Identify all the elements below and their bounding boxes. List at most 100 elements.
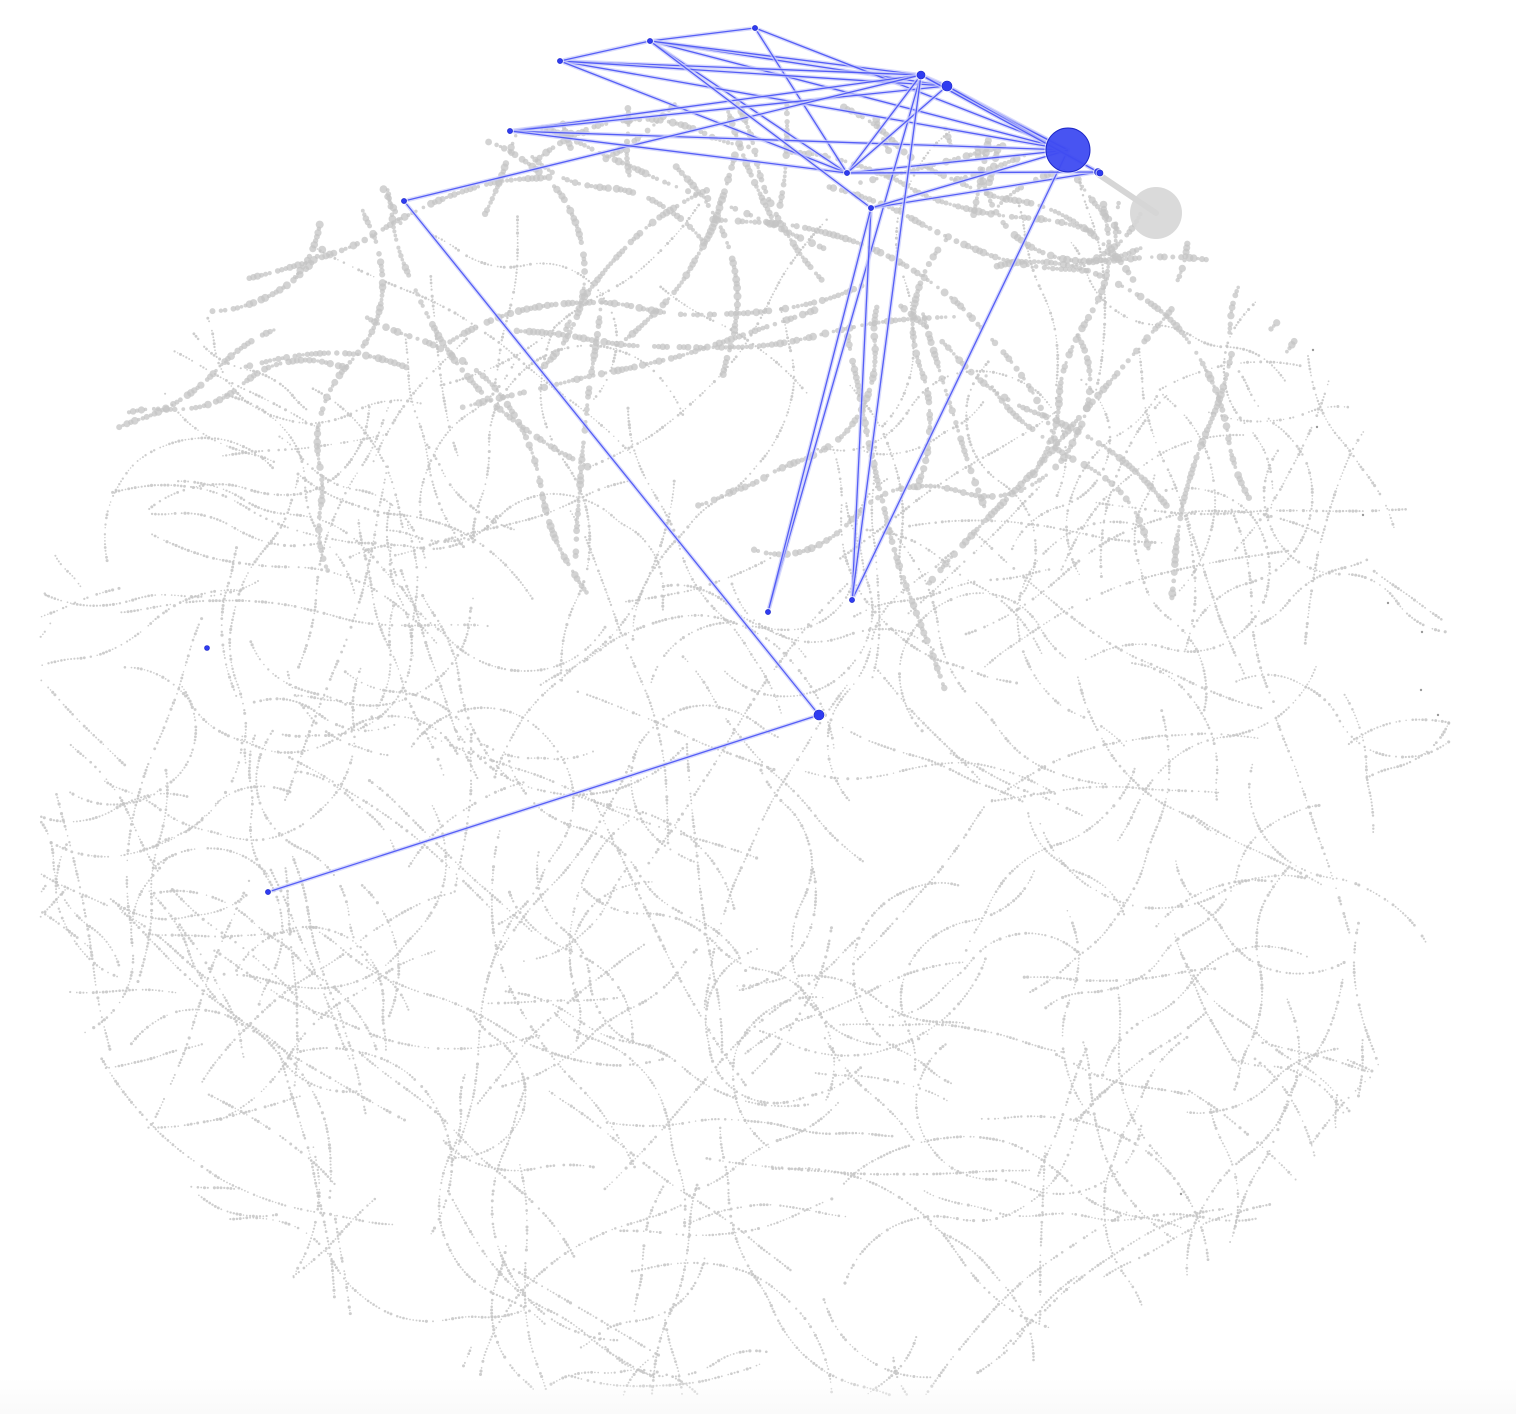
context-node xyxy=(1221,1216,1223,1219)
context-node xyxy=(1085,979,1089,982)
context-node xyxy=(499,1040,502,1043)
context-node xyxy=(1243,546,1246,549)
context-node xyxy=(651,569,654,572)
context-node xyxy=(1099,1138,1102,1141)
context-node xyxy=(235,1217,239,1221)
context-node xyxy=(747,1236,751,1239)
context-node xyxy=(929,149,931,152)
context-node xyxy=(551,815,555,819)
context-node xyxy=(459,530,463,533)
context-node xyxy=(109,501,112,503)
context-node xyxy=(442,1121,445,1125)
context-node xyxy=(821,1201,824,1204)
context-node xyxy=(381,712,385,716)
context-node xyxy=(1297,452,1301,457)
context-node xyxy=(804,1048,808,1052)
context-node xyxy=(755,1243,758,1245)
context-node xyxy=(911,448,914,451)
context-node xyxy=(375,454,377,456)
context-node xyxy=(228,490,231,493)
context-node xyxy=(598,389,602,393)
context-node xyxy=(406,615,409,619)
context-node xyxy=(489,1260,492,1263)
context-node xyxy=(1272,499,1275,502)
context-node xyxy=(523,1105,526,1108)
context-node xyxy=(309,959,312,962)
context-node xyxy=(633,614,636,618)
context-node xyxy=(64,889,66,891)
context-node xyxy=(1019,863,1021,866)
context-node xyxy=(1099,1141,1102,1144)
context-node xyxy=(732,275,741,284)
context-node xyxy=(514,926,518,929)
context-node xyxy=(778,1260,782,1264)
context-node xyxy=(1041,1194,1045,1198)
context-node xyxy=(1096,1074,1100,1078)
context-node xyxy=(1354,1066,1357,1069)
context-node xyxy=(998,937,1002,941)
context-node xyxy=(325,999,328,1002)
context-node xyxy=(260,491,263,494)
context-node xyxy=(1421,718,1424,722)
context-node xyxy=(526,910,529,913)
context-node xyxy=(151,845,155,849)
context-node xyxy=(393,585,396,588)
context-node xyxy=(206,489,208,491)
context-node xyxy=(551,917,554,920)
context-node xyxy=(588,979,592,983)
context-node xyxy=(1259,912,1262,915)
context-node xyxy=(225,795,228,797)
context-node xyxy=(522,362,526,366)
context-node xyxy=(327,493,330,495)
context-node xyxy=(973,931,976,934)
context-node xyxy=(767,1298,770,1301)
context-node xyxy=(170,494,173,496)
context-node xyxy=(431,1229,435,1233)
context-node xyxy=(197,513,200,516)
context-node xyxy=(371,721,374,723)
context-node xyxy=(701,704,705,707)
context-node xyxy=(1058,457,1065,464)
context-node xyxy=(1089,216,1092,219)
context-node xyxy=(347,907,349,909)
context-node xyxy=(1088,1076,1092,1080)
context-node xyxy=(1095,388,1098,391)
context-node xyxy=(948,1012,951,1015)
context-node xyxy=(384,710,387,714)
context-node xyxy=(305,1232,308,1234)
context-node xyxy=(480,1151,483,1155)
context-node xyxy=(433,853,436,856)
context-node xyxy=(1056,1129,1059,1131)
context-node xyxy=(420,1085,424,1088)
context-node xyxy=(236,501,239,504)
context-node xyxy=(1103,313,1107,316)
context-node xyxy=(251,1214,255,1218)
context-node xyxy=(707,983,710,987)
context-node xyxy=(145,948,148,951)
context-node xyxy=(1020,1332,1024,1335)
context-node xyxy=(561,265,565,268)
context-node xyxy=(1200,711,1203,715)
context-node xyxy=(749,845,753,848)
context-node xyxy=(165,788,169,792)
context-node xyxy=(979,1369,983,1373)
context-node xyxy=(1296,870,1299,873)
context-node xyxy=(394,985,397,989)
context-node xyxy=(441,360,445,364)
context-node xyxy=(437,897,440,900)
context-node xyxy=(1040,1234,1043,1237)
context-node xyxy=(677,535,681,539)
context-node xyxy=(435,368,437,370)
context-node xyxy=(319,859,322,862)
context-node xyxy=(167,837,171,840)
context-node xyxy=(839,487,843,491)
context-node xyxy=(410,641,414,645)
context-node xyxy=(348,501,351,505)
context-node xyxy=(978,923,981,925)
context-node xyxy=(1240,1063,1243,1065)
context-node xyxy=(266,492,270,496)
context-node xyxy=(1061,1113,1065,1116)
context-node xyxy=(359,440,363,444)
context-node xyxy=(281,1221,284,1224)
